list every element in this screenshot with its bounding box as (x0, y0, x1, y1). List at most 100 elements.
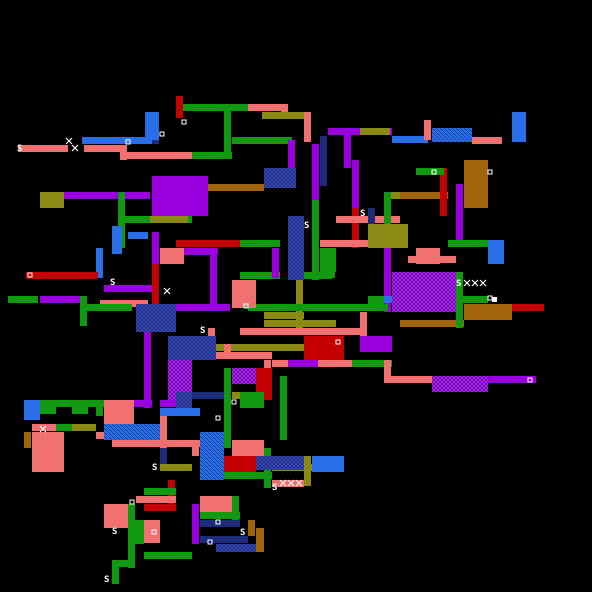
room (320, 248, 336, 272)
room (232, 440, 264, 456)
corridor-segment (144, 488, 176, 495)
blocked-tile-icon (471, 279, 479, 287)
save-point-icon: S (112, 527, 117, 537)
door-icon (159, 131, 165, 137)
corridor-segment (82, 137, 152, 144)
room (200, 432, 224, 480)
room (32, 432, 64, 472)
corridor-segment (224, 344, 231, 354)
blocked-tile-mark (287, 479, 295, 487)
corridor-segment (104, 285, 152, 292)
save-point-icon: S (104, 575, 109, 585)
room (240, 392, 264, 408)
corridor-segment (440, 168, 447, 216)
corridor-segment (144, 536, 160, 543)
room (360, 336, 392, 352)
corridor-segment (26, 272, 98, 279)
corridor-segment (200, 536, 248, 543)
corridor-segment (392, 136, 428, 143)
corridor-segment (264, 312, 304, 319)
corridor-segment (96, 400, 103, 416)
corridor-segment (136, 496, 176, 503)
room (368, 224, 408, 248)
save-point-icon: S (272, 483, 277, 493)
room (72, 400, 88, 414)
door-icon (231, 399, 237, 405)
corridor-segment (160, 416, 167, 456)
corridor-segment (240, 328, 360, 335)
corridor-segment (472, 137, 502, 144)
corridor-segment (144, 504, 176, 511)
corridor-segment (192, 152, 232, 159)
door-icon (487, 295, 493, 301)
room (40, 400, 56, 414)
corridor-segment (400, 320, 464, 327)
save-point-icon: S (200, 326, 205, 336)
corridor-segment (80, 304, 132, 311)
corridor-segment (160, 448, 167, 468)
blocked-tile-mark (71, 144, 79, 152)
corridor-segment (112, 560, 132, 567)
corridor-segment (384, 248, 391, 312)
door-icon (125, 139, 131, 145)
corridor-segment (160, 464, 192, 471)
corridor-segment (232, 137, 292, 144)
corridor-segment (24, 432, 31, 448)
corridor-segment (176, 96, 183, 118)
room (176, 392, 192, 408)
corridor-segment (208, 184, 264, 191)
room (232, 280, 256, 308)
blocked-tile-mark (279, 479, 287, 487)
corridor-segment (288, 360, 318, 367)
corridor-segment (288, 140, 295, 168)
corridor-segment (210, 248, 217, 310)
save-point-icon: S (17, 144, 22, 154)
corridor-segment (240, 272, 280, 279)
corridor-segment (320, 136, 327, 186)
blocked-tile-icon (39, 425, 47, 433)
corridor-segment (144, 552, 192, 559)
corridor-segment (344, 128, 351, 168)
corridor-segment (24, 400, 104, 407)
door-icon (215, 415, 221, 421)
save-point-icon: S (110, 278, 115, 288)
corridor-segment (304, 272, 332, 279)
corridor-segment (216, 352, 272, 359)
room (416, 248, 440, 264)
corridor-segment (40, 296, 80, 303)
room (112, 226, 122, 254)
room (432, 376, 488, 392)
room (200, 496, 232, 512)
corridor-segment (180, 248, 218, 255)
room (160, 248, 184, 264)
blocked-tile-mark (39, 425, 47, 433)
rooms (24, 112, 526, 552)
corridor-segment (192, 440, 199, 456)
blocked-tile-icon (279, 479, 287, 487)
door-icon (527, 377, 533, 383)
door-icon (151, 529, 157, 535)
blocked-tile-icon (163, 287, 171, 295)
room (152, 176, 208, 216)
corridor-segment (240, 240, 280, 247)
door-icon (243, 303, 249, 309)
room (40, 192, 64, 208)
corridor-segment (128, 232, 148, 239)
room (488, 240, 504, 264)
blocked-tile-icon (479, 279, 487, 287)
corridor-segment (176, 304, 216, 311)
corridor-segment (160, 400, 190, 407)
save-point-icon: S (240, 528, 245, 538)
door-icon (431, 169, 437, 175)
room (256, 528, 264, 552)
blocked-tile-icon (463, 279, 471, 287)
corridor-segment (384, 376, 432, 383)
save-point-icon: S (360, 209, 365, 219)
door-icon (181, 119, 187, 125)
corridor-segment (272, 248, 279, 278)
blocked-tile-icon (65, 137, 73, 145)
corridor-segment (216, 344, 306, 351)
